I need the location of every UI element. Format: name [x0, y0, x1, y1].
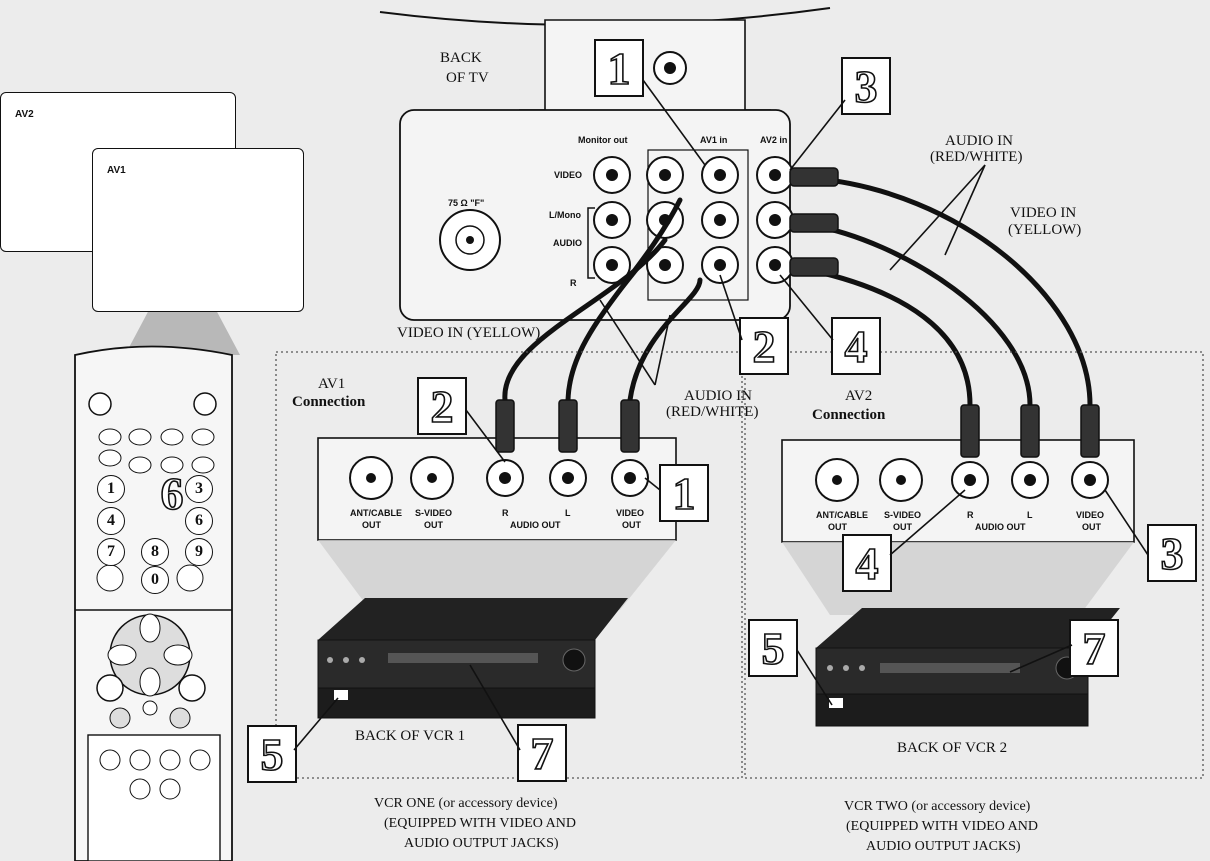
screen-av1: AV1	[92, 148, 304, 312]
vcr1-video-out-1: VIDEO	[616, 508, 644, 518]
audio-row-label: AUDIO	[553, 238, 582, 248]
vcr2-video-out-1: VIDEO	[1076, 510, 1104, 520]
remote-control	[75, 347, 232, 861]
vcr1-ant-cable-out-1: ANT/CABLE	[350, 508, 402, 518]
av2-connection-title: AV2	[845, 388, 872, 404]
vcr2-ant-cable-out-1: ANT/CABLE	[816, 510, 868, 520]
step-number-av2-3: 3	[1148, 531, 1196, 577]
video-in-right-line2: (YELLOW)	[1008, 222, 1081, 238]
step-number-vcr2-7: 7	[1070, 626, 1118, 672]
vcr2-s-video-out-1: S-VIDEO	[884, 510, 921, 520]
monitor-out-label: Monitor out	[578, 135, 627, 145]
vcr2-video-out-2: OUT	[1082, 522, 1101, 532]
step-number-tv-3: 3	[842, 64, 890, 110]
av1-in-label: AV1 in	[700, 135, 727, 145]
vcr2-s-video-out-2: OUT	[893, 522, 912, 532]
vcr1-ant-cable-out-2: OUT	[362, 520, 381, 530]
vcr1-s-video-out-2: OUT	[424, 520, 443, 530]
audio-in-mid-line2: (RED/WHITE)	[666, 404, 758, 420]
ohm-label: 75 Ω "F"	[448, 198, 484, 208]
remote-key-1[interactable]: 1	[97, 475, 125, 503]
remote-key-9[interactable]: 9	[185, 538, 213, 566]
remote-key-3[interactable]: 3	[185, 475, 213, 503]
vcr-one-caption-1: VCR ONE (or accessory device)	[374, 795, 558, 813]
step-number-vcr1-5: 5	[248, 732, 296, 778]
vcr2-l-label: L	[1027, 510, 1033, 520]
vcr-two-caption-2: (EQUIPPED WITH VIDEO AND	[846, 818, 1038, 836]
av1-connection-title: AV1	[318, 376, 345, 392]
back-of-vcr2-label: BACK OF VCR 2	[897, 740, 1007, 756]
remote-key-7[interactable]: 7	[97, 538, 125, 566]
vcr-two-caption-1: VCR TWO (or accessory device)	[844, 798, 1030, 816]
av2-in-label: AV2 in	[760, 135, 787, 145]
vcr-one-caption-2: (EQUIPPED WITH VIDEO AND	[384, 815, 576, 833]
step-number-vcr1-7: 7	[518, 731, 566, 777]
back-of-tv-line2: OF TV	[446, 70, 489, 86]
audio-in-top-line2: (RED/WHITE)	[930, 149, 1022, 165]
vcr2-r-label: R	[967, 510, 974, 520]
back-of-vcr1-label: BACK OF VCR 1	[355, 728, 465, 744]
audio-in-mid-line1: AUDIO IN	[684, 388, 752, 404]
video-in-right-line1: VIDEO IN	[1010, 205, 1076, 221]
video-row-label: VIDEO	[554, 170, 582, 180]
step-number-av1-2: 2	[418, 384, 466, 430]
vcr2-ant-cable-out-2: OUT	[828, 522, 847, 532]
remote-key-0[interactable]: 0	[141, 566, 169, 594]
screen-av1-label: AV1	[107, 165, 126, 176]
vcr2-audio-out-label: AUDIO OUT	[975, 522, 1026, 532]
av1-connection-subtitle: Connection	[292, 394, 365, 410]
vcr1-video-out-2: OUT	[622, 520, 641, 530]
vcr1-r-label: R	[502, 508, 509, 518]
step-number-av1-1: 1	[660, 471, 708, 517]
remote-key-8[interactable]: 8	[141, 538, 169, 566]
l-mono-row-label: L/Mono	[549, 210, 581, 220]
vcr1-l-label: L	[565, 508, 571, 518]
r-row-label: R	[570, 278, 577, 288]
step-number-tv-1: 1	[595, 46, 643, 92]
screen-av2-label: AV2	[15, 109, 34, 120]
av2-connection-subtitle: Connection	[812, 407, 885, 423]
back-of-tv-line1: BACK	[440, 50, 482, 66]
video-in-left-label: VIDEO IN (YELLOW)	[397, 325, 540, 341]
remote-key-6[interactable]: 6	[185, 507, 213, 535]
tv-back-upper	[520, 20, 770, 118]
step-number-tv-2: 2	[740, 324, 788, 370]
vcr1-audio-out-label: AUDIO OUT	[510, 520, 561, 530]
remote-key-4[interactable]: 4	[97, 507, 125, 535]
vcr1-s-video-out-1: S-VIDEO	[415, 508, 452, 518]
vcr-one-caption-3: AUDIO OUTPUT JACKS)	[404, 835, 559, 853]
step-number-vcr2-5: 5	[749, 626, 797, 672]
audio-in-top-line1: AUDIO IN	[945, 133, 1013, 149]
vcr1-unit	[318, 598, 628, 718]
step-number-tv-4: 4	[832, 324, 880, 370]
vcr-two-caption-3: AUDIO OUTPUT JACKS)	[866, 838, 1021, 856]
step-number-av2-4: 4	[843, 541, 891, 587]
